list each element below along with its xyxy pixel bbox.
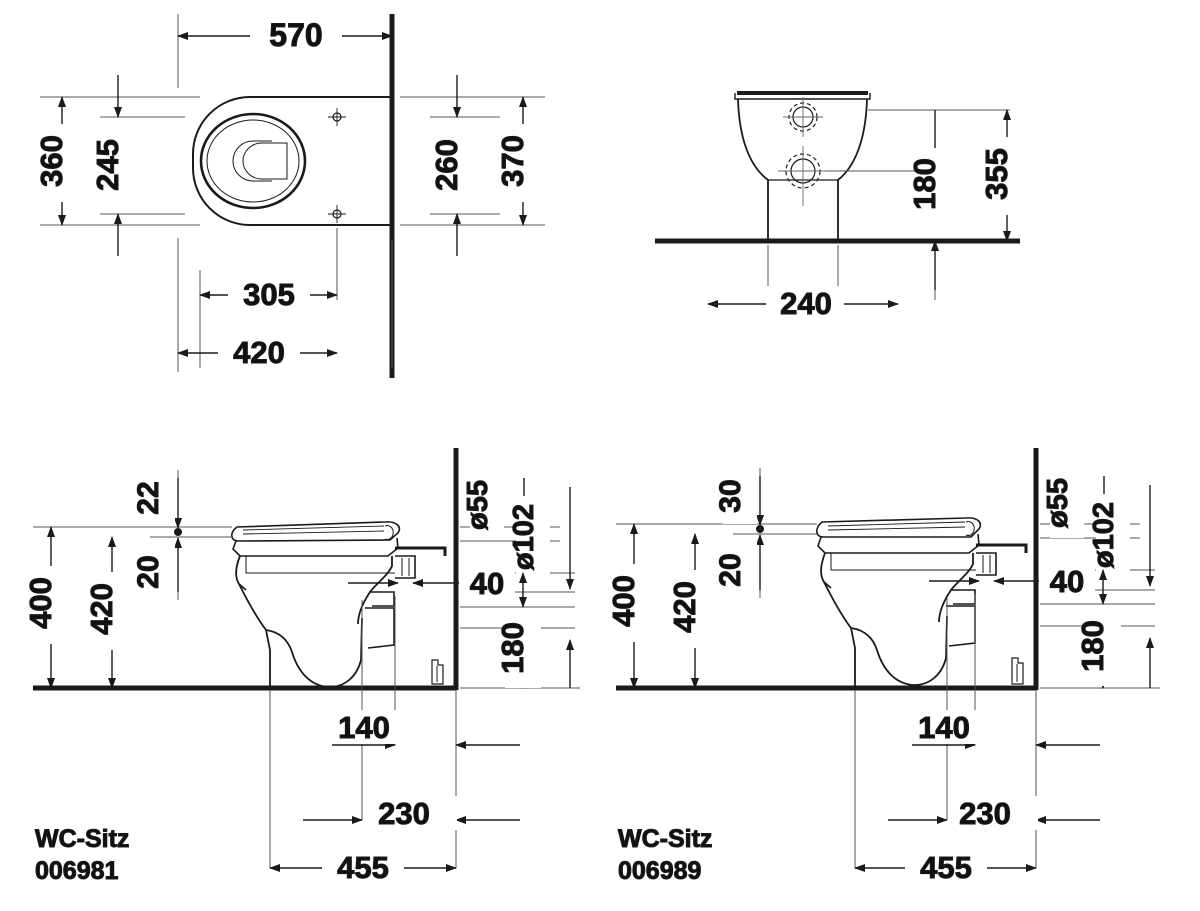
section-left-seat-hinge <box>384 525 394 540</box>
dim-570-text: 570 <box>269 17 322 53</box>
dim-40-text: 40 <box>470 566 504 601</box>
dim-260-text: 260 <box>429 139 464 191</box>
dim-20-right-text: 20 <box>714 553 747 586</box>
section-right-horn <box>976 552 997 576</box>
section-left-outlet-body <box>365 607 395 649</box>
section-left-rim-inner <box>245 556 395 574</box>
section-left-group: 22 20 400 420 ø55 ø102 40 180 <box>23 448 580 886</box>
plan-inner-rim-2 <box>206 119 300 203</box>
dim-230-text: 230 <box>378 796 430 831</box>
section-right-seat-hinge <box>965 521 975 536</box>
front-view-group: 180 355 240 <box>655 91 1025 322</box>
section-left-seat-line1 <box>242 525 385 531</box>
dim-20-text: 20 <box>132 555 165 588</box>
dim-230-right-text: 230 <box>959 796 1011 831</box>
section-left-floor-bracket <box>431 659 444 685</box>
section-right-trap <box>850 615 948 686</box>
plan-view-group: 570 360 245 260 370 305 420 <box>34 14 545 378</box>
front-body-right <box>837 98 868 241</box>
part-label-right-line2: 006989 <box>618 857 701 885</box>
dim-420-section-text: 420 <box>84 583 119 635</box>
dim-dia102-right-text: ø102 <box>1088 502 1120 568</box>
dim-455-text: 455 <box>337 850 389 885</box>
section-left-horn <box>395 555 416 579</box>
dim-180-section-text: 180 <box>495 622 530 674</box>
part-label-right-line1: WC-Sitz <box>618 825 712 853</box>
dim-140-text: 140 <box>338 710 390 745</box>
dim-140-right-text: 140 <box>918 710 970 745</box>
dim-455-right-text: 455 <box>920 850 972 885</box>
dim-dia102-text: ø102 <box>508 504 540 570</box>
plan-outlet-c <box>232 140 272 182</box>
dim-30-node <box>756 525 764 533</box>
section-left-rim-front <box>235 555 247 591</box>
plan-inner-rim <box>199 112 307 210</box>
dim-400-text: 400 <box>23 577 58 629</box>
dim-240-text: 240 <box>780 286 832 321</box>
section-right-wall-bracket-top <box>976 543 1028 553</box>
front-rim-edge <box>734 93 871 100</box>
dim-370-text: 370 <box>495 135 530 187</box>
dim-305-text: 305 <box>243 277 295 312</box>
dim-dia55-text: ø55 <box>462 480 494 530</box>
section-right-seat-line1 <box>827 521 966 527</box>
section-right-seat-lid <box>816 517 982 538</box>
part-label-left-line1: WC-Sitz <box>35 825 129 853</box>
plan-bowl-outline <box>192 96 393 226</box>
dim-180-front-text: 180 <box>907 158 942 210</box>
dim-dia55-right-text: ø55 <box>1042 478 1074 528</box>
section-left-seat-line2 <box>242 530 385 535</box>
section-right-rim-front <box>820 552 832 589</box>
part-label-left-line2: 006981 <box>35 857 119 885</box>
dim-420-plan-text: 420 <box>233 335 285 370</box>
dim-40-right-text: 40 <box>1050 564 1084 599</box>
section-left-wall-bracket-top <box>395 546 447 556</box>
dim-22-text: 22 <box>132 481 165 514</box>
front-body-left <box>737 98 769 241</box>
section-left-outlet-step <box>370 591 395 607</box>
section-right-seat-ring <box>817 533 980 554</box>
dim-400-right-text: 400 <box>606 575 641 627</box>
dim-30-text: 30 <box>714 479 747 512</box>
section-left-seat-ring <box>232 537 399 557</box>
section-right-rim-inner <box>830 553 976 571</box>
dim-355-text: 355 <box>979 148 1014 200</box>
section-right-group: 30 20 400 420 ø55 ø102 40 180 <box>606 448 1160 886</box>
section-right-floor-bracket <box>1011 657 1024 685</box>
dim-22-node <box>174 528 182 536</box>
section-right-seat-line2 <box>827 526 966 531</box>
dim-420-right-text: 420 <box>667 581 702 633</box>
plan-outlet-arc <box>242 142 263 180</box>
dim-245-text: 245 <box>90 139 125 191</box>
section-left-trap <box>265 617 363 688</box>
dim-180-right-text: 180 <box>1075 620 1110 672</box>
plan-outlet-square <box>262 142 288 180</box>
section-left-seat-lid <box>231 521 401 542</box>
dim-360-text: 360 <box>34 135 69 187</box>
